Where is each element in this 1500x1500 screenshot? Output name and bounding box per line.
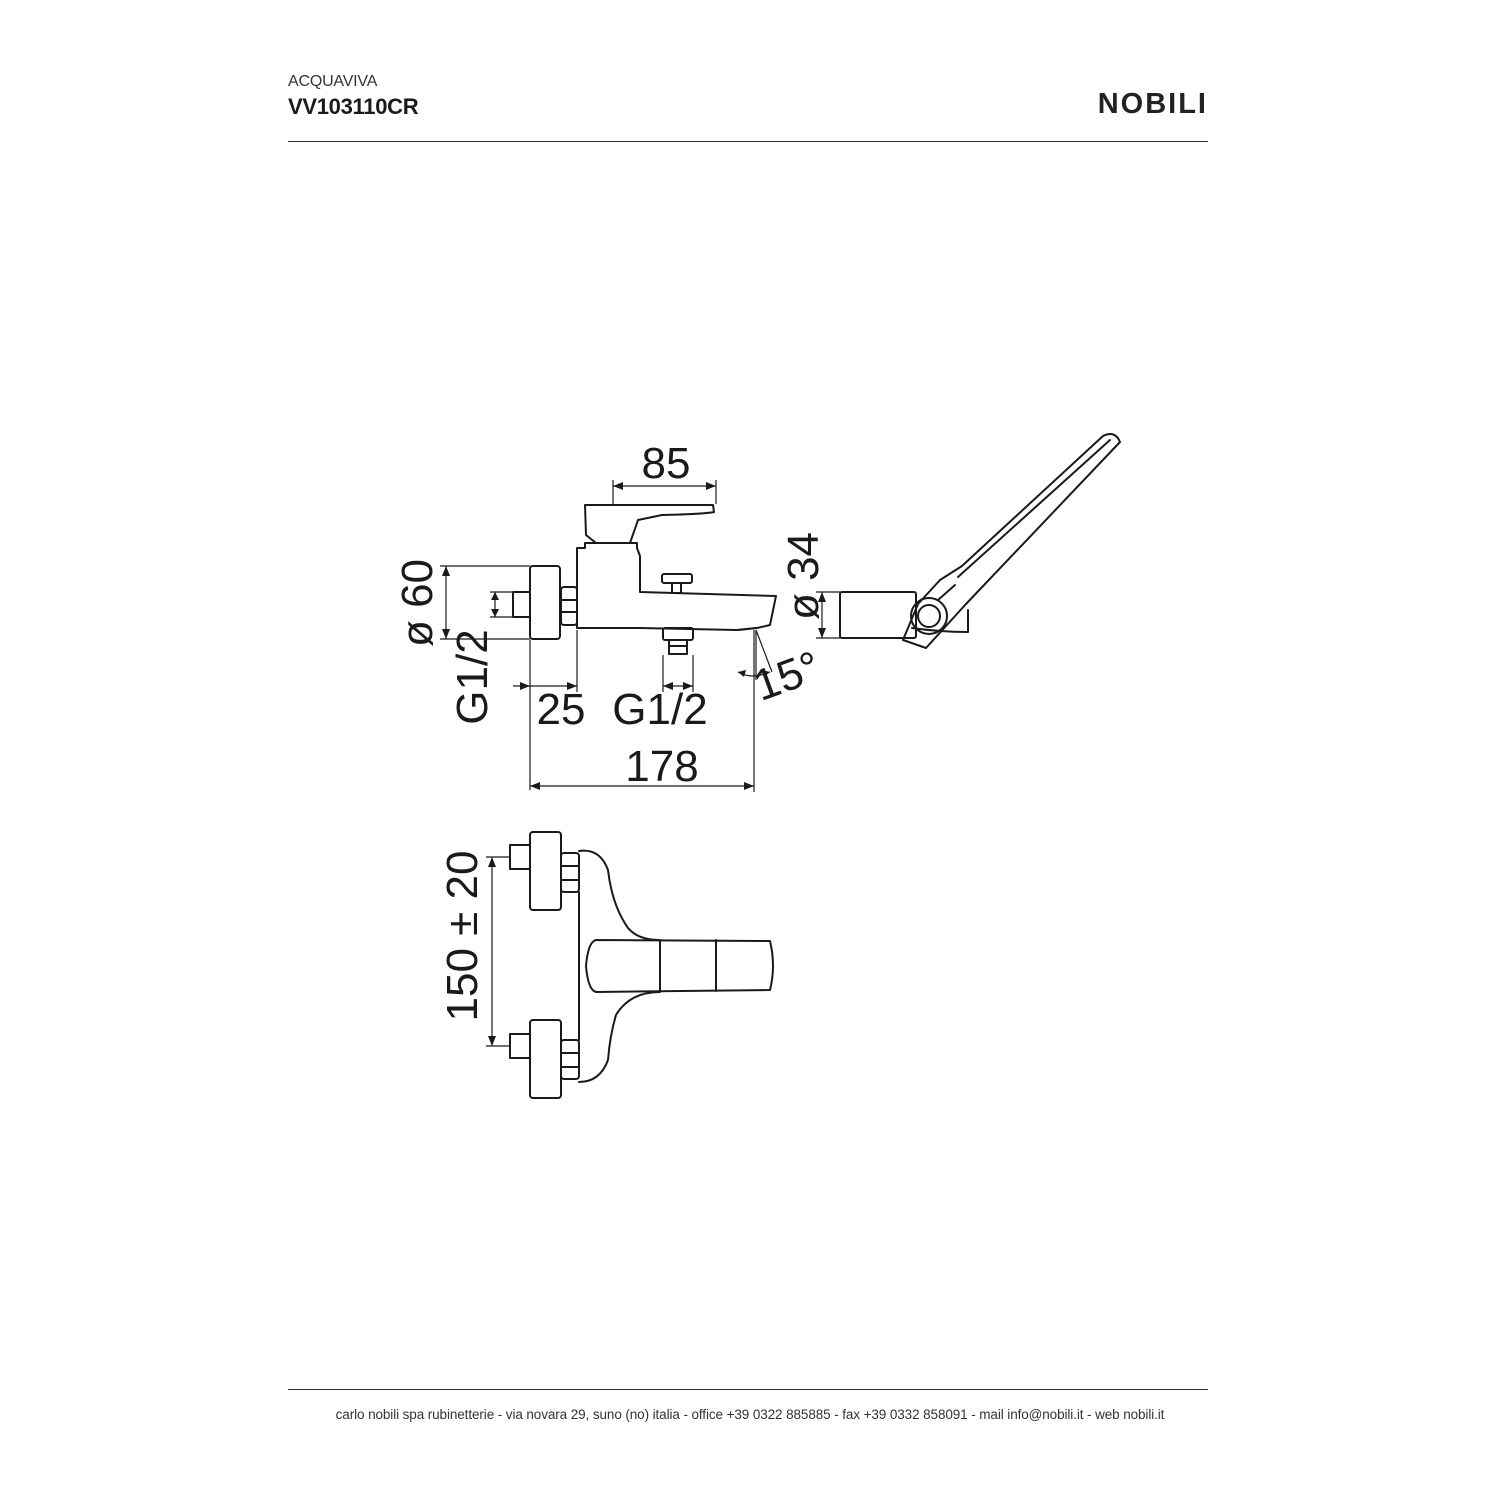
dim-diameter-60-label: ø 60	[393, 559, 442, 647]
hand-shower	[902, 433, 1121, 649]
front-body	[578, 849, 661, 1083]
holder-pivot	[910, 597, 948, 635]
wall-connector	[512, 591, 531, 618]
dim-angle-15-label: 15°	[747, 642, 826, 711]
diverter-knob	[661, 573, 693, 584]
product-series: ACQUAVIVA	[288, 73, 378, 90]
brand-logo: NOBILI	[1097, 88, 1208, 120]
footer-contact: carlo nobili spa rubinetterie - via nova…	[335, 1407, 1165, 1422]
shower-holder	[839, 591, 917, 639]
dim-85-label: 85	[642, 439, 691, 488]
dim-thread-bottom-label: G1/2	[612, 685, 707, 734]
dim-diameter-34-label: ø 34	[779, 532, 828, 620]
shower-outlet-thread	[668, 639, 688, 655]
wall-flange	[529, 565, 561, 640]
mixer-body	[576, 542, 777, 631]
footer-divider	[288, 1389, 1208, 1390]
side-view	[512, 433, 1121, 655]
dimension-arrows	[442, 482, 826, 1046]
top-nut	[560, 852, 580, 893]
handle-lever	[584, 504, 715, 544]
bottom-connector	[509, 1033, 531, 1059]
header-divider	[288, 141, 1208, 142]
dim-150-label: 150 ± 20	[438, 851, 487, 1022]
bottom-nut	[560, 1039, 580, 1080]
front-lever	[585, 939, 774, 993]
product-code: VV103110CR	[288, 94, 419, 119]
front-view	[509, 831, 774, 1099]
dim-178-label: 178	[625, 742, 698, 791]
hex-nut	[560, 586, 578, 626]
bottom-flange	[529, 1019, 562, 1099]
dim-thread-left-label: G1/2	[448, 629, 497, 724]
top-flange	[529, 831, 562, 911]
top-connector	[509, 844, 531, 870]
dim-25-label: 25	[537, 685, 586, 734]
